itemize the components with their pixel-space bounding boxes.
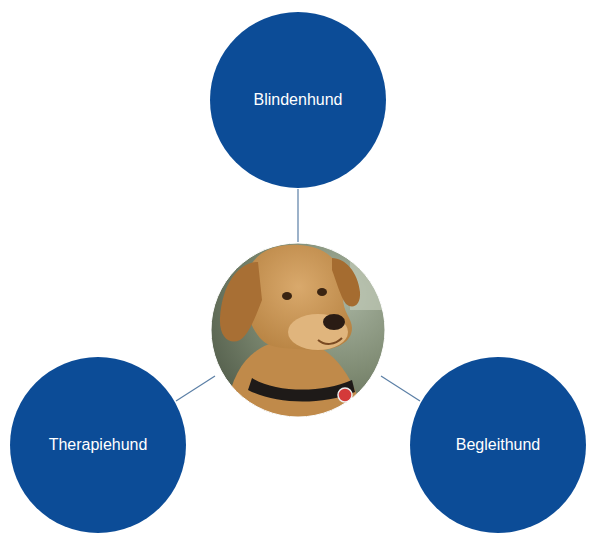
dog-photo bbox=[210, 242, 390, 420]
circle-content: Begleithund bbox=[410, 357, 586, 533]
category-label: Blindenhund bbox=[254, 90, 343, 109]
category-circle: Begleithund bbox=[410, 357, 586, 533]
category-circle: Therapiehund bbox=[10, 357, 186, 533]
category-label: Begleithund bbox=[456, 435, 541, 454]
category-circle: Blindenhund bbox=[210, 12, 386, 188]
circle-fill bbox=[210, 12, 386, 188]
circle-fill bbox=[410, 357, 586, 533]
circle-content: Blindenhund bbox=[210, 12, 386, 188]
circle-fill bbox=[10, 357, 186, 533]
category-label: Therapiehund bbox=[49, 435, 148, 454]
circle-content: Therapiehund bbox=[10, 357, 186, 533]
